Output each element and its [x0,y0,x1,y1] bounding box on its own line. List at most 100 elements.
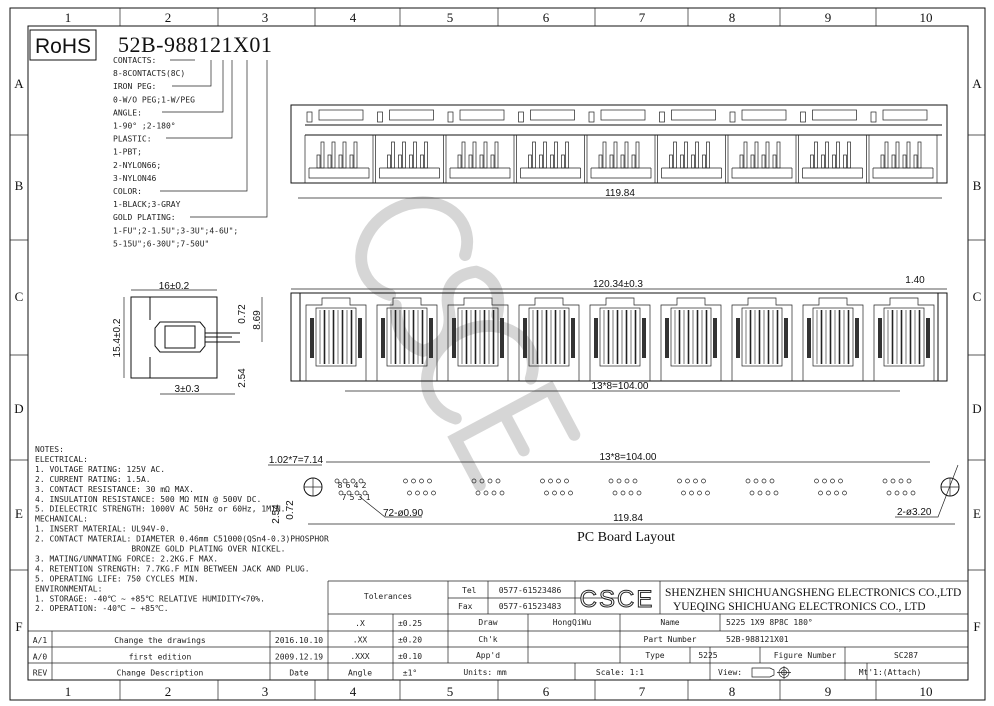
pcb-contact-hole [906,478,912,484]
pcb-contact-hole [773,490,779,496]
pcb-contact-hole [822,478,827,484]
pcb-contact-hole [487,478,493,484]
rohs-label: RoHS [35,35,91,58]
port-body [868,135,938,183]
column-label-bottom: 6 [543,684,550,699]
tab-slot [389,109,434,121]
contact-pin [750,154,755,169]
tab-slot [671,109,716,121]
tel-value: 0577-61523486 [499,586,562,595]
contact-pin [739,154,744,169]
pin-number: 1 [366,493,371,502]
pin-number: 2 [362,481,367,490]
revision-description: first edition [129,652,192,661]
pcb-contact-hole [334,478,340,484]
pcb-contact-hole [898,478,904,484]
column-label-bottom: 3 [262,684,269,699]
pcb-contact-hole [677,478,682,484]
revision-block [28,581,329,680]
legend-line: ANGLE: [113,108,142,117]
pcb-contact-hole [560,490,565,496]
led-window [642,318,646,358]
top-view-port [516,109,585,183]
legend-line: CONTACTS: [113,56,156,65]
fax-label: Fax [458,602,473,611]
pcb-contact-hole [902,490,908,496]
contact-pin [761,154,766,169]
tel-label: Tel [462,586,477,595]
contact-pin [772,154,777,169]
led-window [855,318,859,358]
pcb-contact-hole [540,478,545,484]
jack-opening [599,307,641,367]
legend-line: IRON PEG: [113,82,156,91]
row-label-left: B [15,178,24,193]
tolerances-label: Tolerances [364,592,412,601]
contact-pin [483,141,488,169]
top-view: 119.84 [290,104,948,199]
pcb-contact-hole [358,478,364,484]
note-line: NOTES: [35,445,64,454]
contact-pin [420,154,424,169]
part-code: 52B-988121X01 [118,32,272,57]
contact-pin [461,141,466,169]
revision-date: 2016.10.10 [275,636,323,645]
pcb-contact-hole [632,478,638,484]
pcb-contact-hole [890,478,896,484]
pcb-contact-hole [910,490,916,496]
contact-pin [902,154,907,169]
front-view-port [802,297,864,381]
pcb-contact-hole [620,490,626,496]
contact-pin [832,154,836,169]
pcb-contact-hole [342,478,348,484]
rohs-box [29,29,97,61]
row-label-right: E [973,506,981,521]
pcb-contact-hole [548,478,553,484]
row-label-left: A [14,76,24,91]
contact-pin [550,154,554,169]
pcb-contact-hole [415,490,420,496]
top-view-port [868,109,938,183]
note-line: 3. CONTACT RESISTANCE: 30 mΩ MAX. [35,485,194,494]
pcb-contact-hole [431,490,436,496]
pcb-contact-hole [769,478,775,484]
part-code-legend: CONTACTS:8-8CONTACTS(8C)IRON PEG:0-W/O P… [113,56,238,248]
contact-pin [554,141,558,169]
column-label-top: 4 [350,10,357,25]
pcb-contact-hole [608,478,614,484]
legend-line: GOLD PLATING: [113,213,176,222]
contact-pin [472,141,477,169]
pcb-contact-hole [338,490,344,496]
latch-slot [729,111,736,123]
pcb-contact-hole [411,478,416,484]
contact-pin [695,141,699,169]
company-name-1: SHENZHEN SHICHUANGSHENG ELECTRONICS CO.,… [665,587,961,599]
jack-opening [741,307,783,367]
note-line: 2. CONTACT MATERIAL: DIAMETER 0.46mm C51… [35,535,329,544]
pcb-contact-hole [612,490,618,496]
pcb-contact-hole [491,490,497,496]
contact-pin [532,141,536,169]
pcb-contact-hole [886,490,892,496]
pcb-contact-hole [834,490,839,496]
contact-pin [320,141,325,169]
pcb-contact-hole [697,490,702,496]
type-value: 5225 [698,651,717,660]
contact-pin [691,154,695,169]
column-label-bottom: 8 [729,684,736,699]
contact-pin [836,141,840,169]
contact-pin [398,154,402,169]
port-body [727,135,797,183]
column-label-top: 8 [729,10,736,25]
company-name-2: YUEQING SHICHUANG ELECTRONICS CO., LTD [673,601,926,613]
contact-pin [609,154,614,169]
pcb-contact-hole [757,490,763,496]
pcb-layout-title: PC Board Layout [577,530,675,545]
pcb-contact-hole [471,478,477,484]
port-body [798,135,867,183]
contact-pin [391,141,395,169]
jack-outline [376,297,438,381]
revision-code: A/1 [33,636,48,645]
tab-slot [812,109,857,121]
pcb-contact-hole [745,478,751,484]
